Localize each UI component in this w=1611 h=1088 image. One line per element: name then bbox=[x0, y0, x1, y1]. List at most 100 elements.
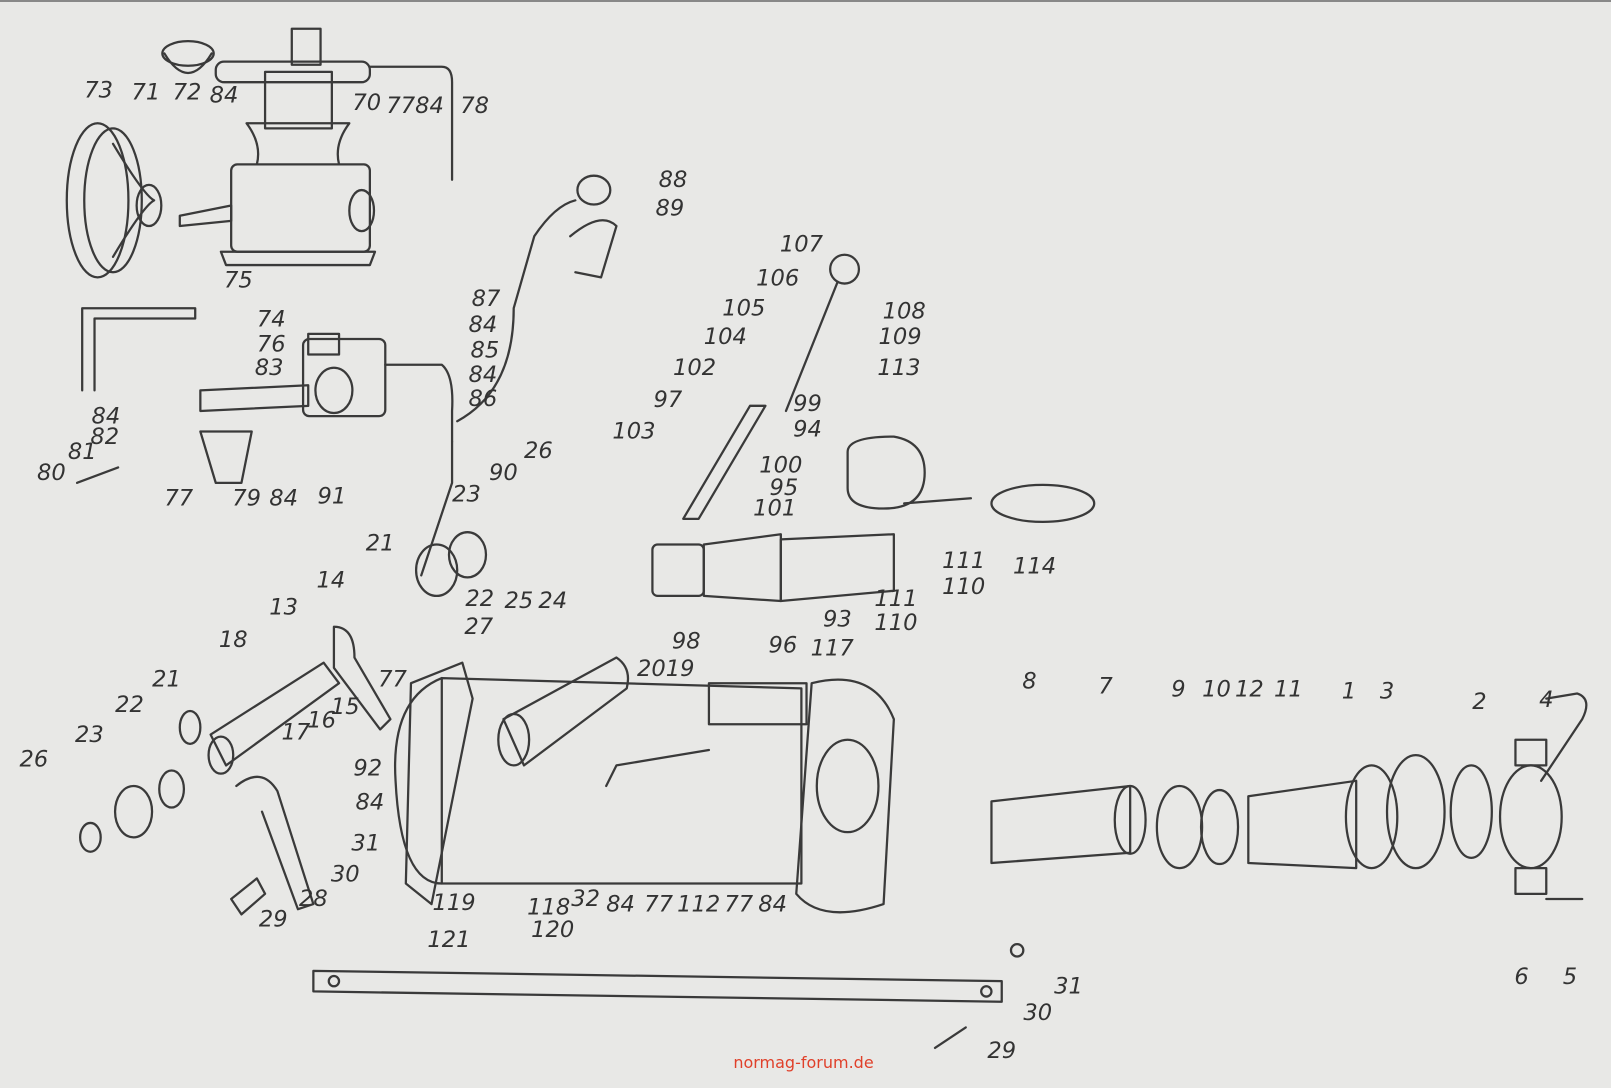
part-number-label: 92 bbox=[353, 756, 382, 782]
part-number-label: 8 bbox=[1022, 668, 1036, 694]
part-number-label: 4 bbox=[1539, 687, 1553, 713]
part-number-label: 72 bbox=[173, 80, 202, 106]
part-number-label: 113 bbox=[877, 355, 920, 381]
part-number-label: 96 bbox=[769, 632, 798, 658]
part-number-label: 120 bbox=[531, 917, 574, 943]
part-number-label: 84 bbox=[210, 83, 239, 109]
part-number-label: 103 bbox=[612, 419, 655, 445]
part-number-label: 100 bbox=[759, 453, 802, 479]
part-number-label: 29 bbox=[987, 1038, 1016, 1064]
part-number-label: 84 bbox=[91, 403, 120, 429]
part-number-label: 99 bbox=[793, 391, 822, 417]
part-number-label: 74 bbox=[257, 307, 286, 333]
part-number-label: 5 bbox=[1563, 964, 1577, 990]
part-number-label: 89 bbox=[656, 196, 685, 222]
part-number-label: 30 bbox=[331, 861, 360, 887]
part-number-label: 77 bbox=[378, 666, 407, 692]
part-number-label: 80 bbox=[37, 460, 66, 486]
part-number-label: 112 bbox=[677, 891, 720, 917]
part-number-label: 76 bbox=[257, 331, 286, 357]
part-number-label: 16 bbox=[307, 707, 336, 733]
part-number-label: 84 bbox=[269, 485, 298, 511]
part-number-label: 114 bbox=[1013, 553, 1056, 579]
part-number-label: 7 bbox=[1098, 673, 1113, 699]
part-number-label: 1 bbox=[1342, 679, 1356, 705]
part-number-label: 102 bbox=[673, 355, 716, 381]
part-number-label: 18 bbox=[219, 627, 248, 653]
part-number-label: 83 bbox=[255, 355, 284, 381]
part-number-label: 91 bbox=[317, 483, 346, 509]
part-number-label: 25 bbox=[504, 588, 533, 614]
part-number-label: 87 bbox=[472, 286, 501, 312]
part-number-label: 84 bbox=[606, 891, 635, 917]
part-number-label: 32 bbox=[571, 886, 600, 912]
part-number-label: 84 bbox=[415, 93, 444, 119]
part-number-label: 106 bbox=[756, 266, 799, 292]
left-shaft-assembly bbox=[79, 531, 488, 916]
part-number-label: 15 bbox=[331, 694, 360, 720]
part-number-label: 30 bbox=[1023, 1000, 1052, 1026]
part-number-label: 101 bbox=[753, 496, 796, 522]
part-number-label: 111 bbox=[874, 586, 917, 612]
part-number-label: 77 bbox=[164, 485, 193, 511]
part-number-label: 26 bbox=[524, 438, 553, 464]
part-number-label: 94 bbox=[793, 417, 822, 443]
part-number-label: 13 bbox=[269, 594, 298, 620]
part-number-label: 2 bbox=[1472, 689, 1486, 715]
part-number-label: 10 bbox=[1202, 677, 1231, 703]
part-number-label: 93 bbox=[823, 607, 852, 633]
part-number-label: 78 bbox=[460, 93, 489, 119]
part-number-label: 105 bbox=[722, 295, 765, 321]
part-number-label: 27 bbox=[464, 614, 493, 640]
part-number-label: 84 bbox=[355, 790, 384, 816]
part-number-label: 70 bbox=[352, 90, 381, 116]
part-number-label: 20 bbox=[637, 656, 666, 682]
part-number-label: 24 bbox=[538, 588, 567, 614]
part-number-label: 77 bbox=[644, 891, 673, 917]
part-number-label: 23 bbox=[452, 481, 481, 507]
part-number-label: 71 bbox=[132, 80, 161, 106]
part-number-label: 121 bbox=[427, 927, 470, 953]
part-number-label: 75 bbox=[224, 268, 253, 294]
part-number-label: 31 bbox=[1054, 973, 1083, 999]
part-number-label: 29 bbox=[259, 907, 288, 933]
part-number-label: 12 bbox=[1235, 677, 1264, 703]
part-number-label: 21 bbox=[152, 666, 181, 692]
part-number-label: 6 bbox=[1514, 964, 1528, 990]
part-number-label: 28 bbox=[299, 886, 328, 912]
part-number-label: 104 bbox=[704, 324, 747, 350]
right-shaft-assembly bbox=[933, 692, 1588, 1050]
part-number-label: 17 bbox=[282, 720, 311, 746]
part-number-label: 23 bbox=[75, 722, 104, 748]
part-number-label: 98 bbox=[672, 628, 701, 654]
part-number-label: 95 bbox=[770, 475, 799, 501]
part-number-label: 31 bbox=[351, 831, 380, 857]
part-number-label: 118 bbox=[527, 894, 570, 920]
part-number-label: 88 bbox=[659, 167, 688, 193]
part-number-label: 111 bbox=[942, 548, 985, 574]
part-number-label: 84 bbox=[758, 891, 787, 917]
part-number-label: 90 bbox=[489, 460, 518, 486]
part-number-label: 107 bbox=[780, 232, 824, 258]
part-number-label: 117 bbox=[811, 635, 855, 661]
part-number-label: 26 bbox=[20, 746, 49, 772]
part-number-label: 73 bbox=[84, 78, 113, 104]
part-number-label: 119 bbox=[433, 890, 476, 916]
part-number-label: 110 bbox=[874, 610, 917, 636]
part-number-label: 22 bbox=[115, 692, 144, 718]
part-number-label: 97 bbox=[653, 387, 682, 413]
part-number-label: 77 bbox=[724, 891, 753, 917]
watermark: normag-forum.de bbox=[733, 1053, 874, 1072]
part-number-label: 14 bbox=[316, 568, 345, 594]
part-number-label: 86 bbox=[469, 386, 498, 412]
part-number-label: 84 bbox=[469, 362, 498, 388]
part-number-label: 110 bbox=[942, 574, 985, 600]
lever-assembly bbox=[651, 253, 1096, 603]
valve-assembly bbox=[75, 174, 618, 577]
part-number-label: 22 bbox=[465, 586, 494, 612]
part-number-label: 108 bbox=[883, 298, 926, 324]
part-number-label: 81 bbox=[68, 439, 97, 465]
part-number-label: 82 bbox=[90, 424, 119, 450]
